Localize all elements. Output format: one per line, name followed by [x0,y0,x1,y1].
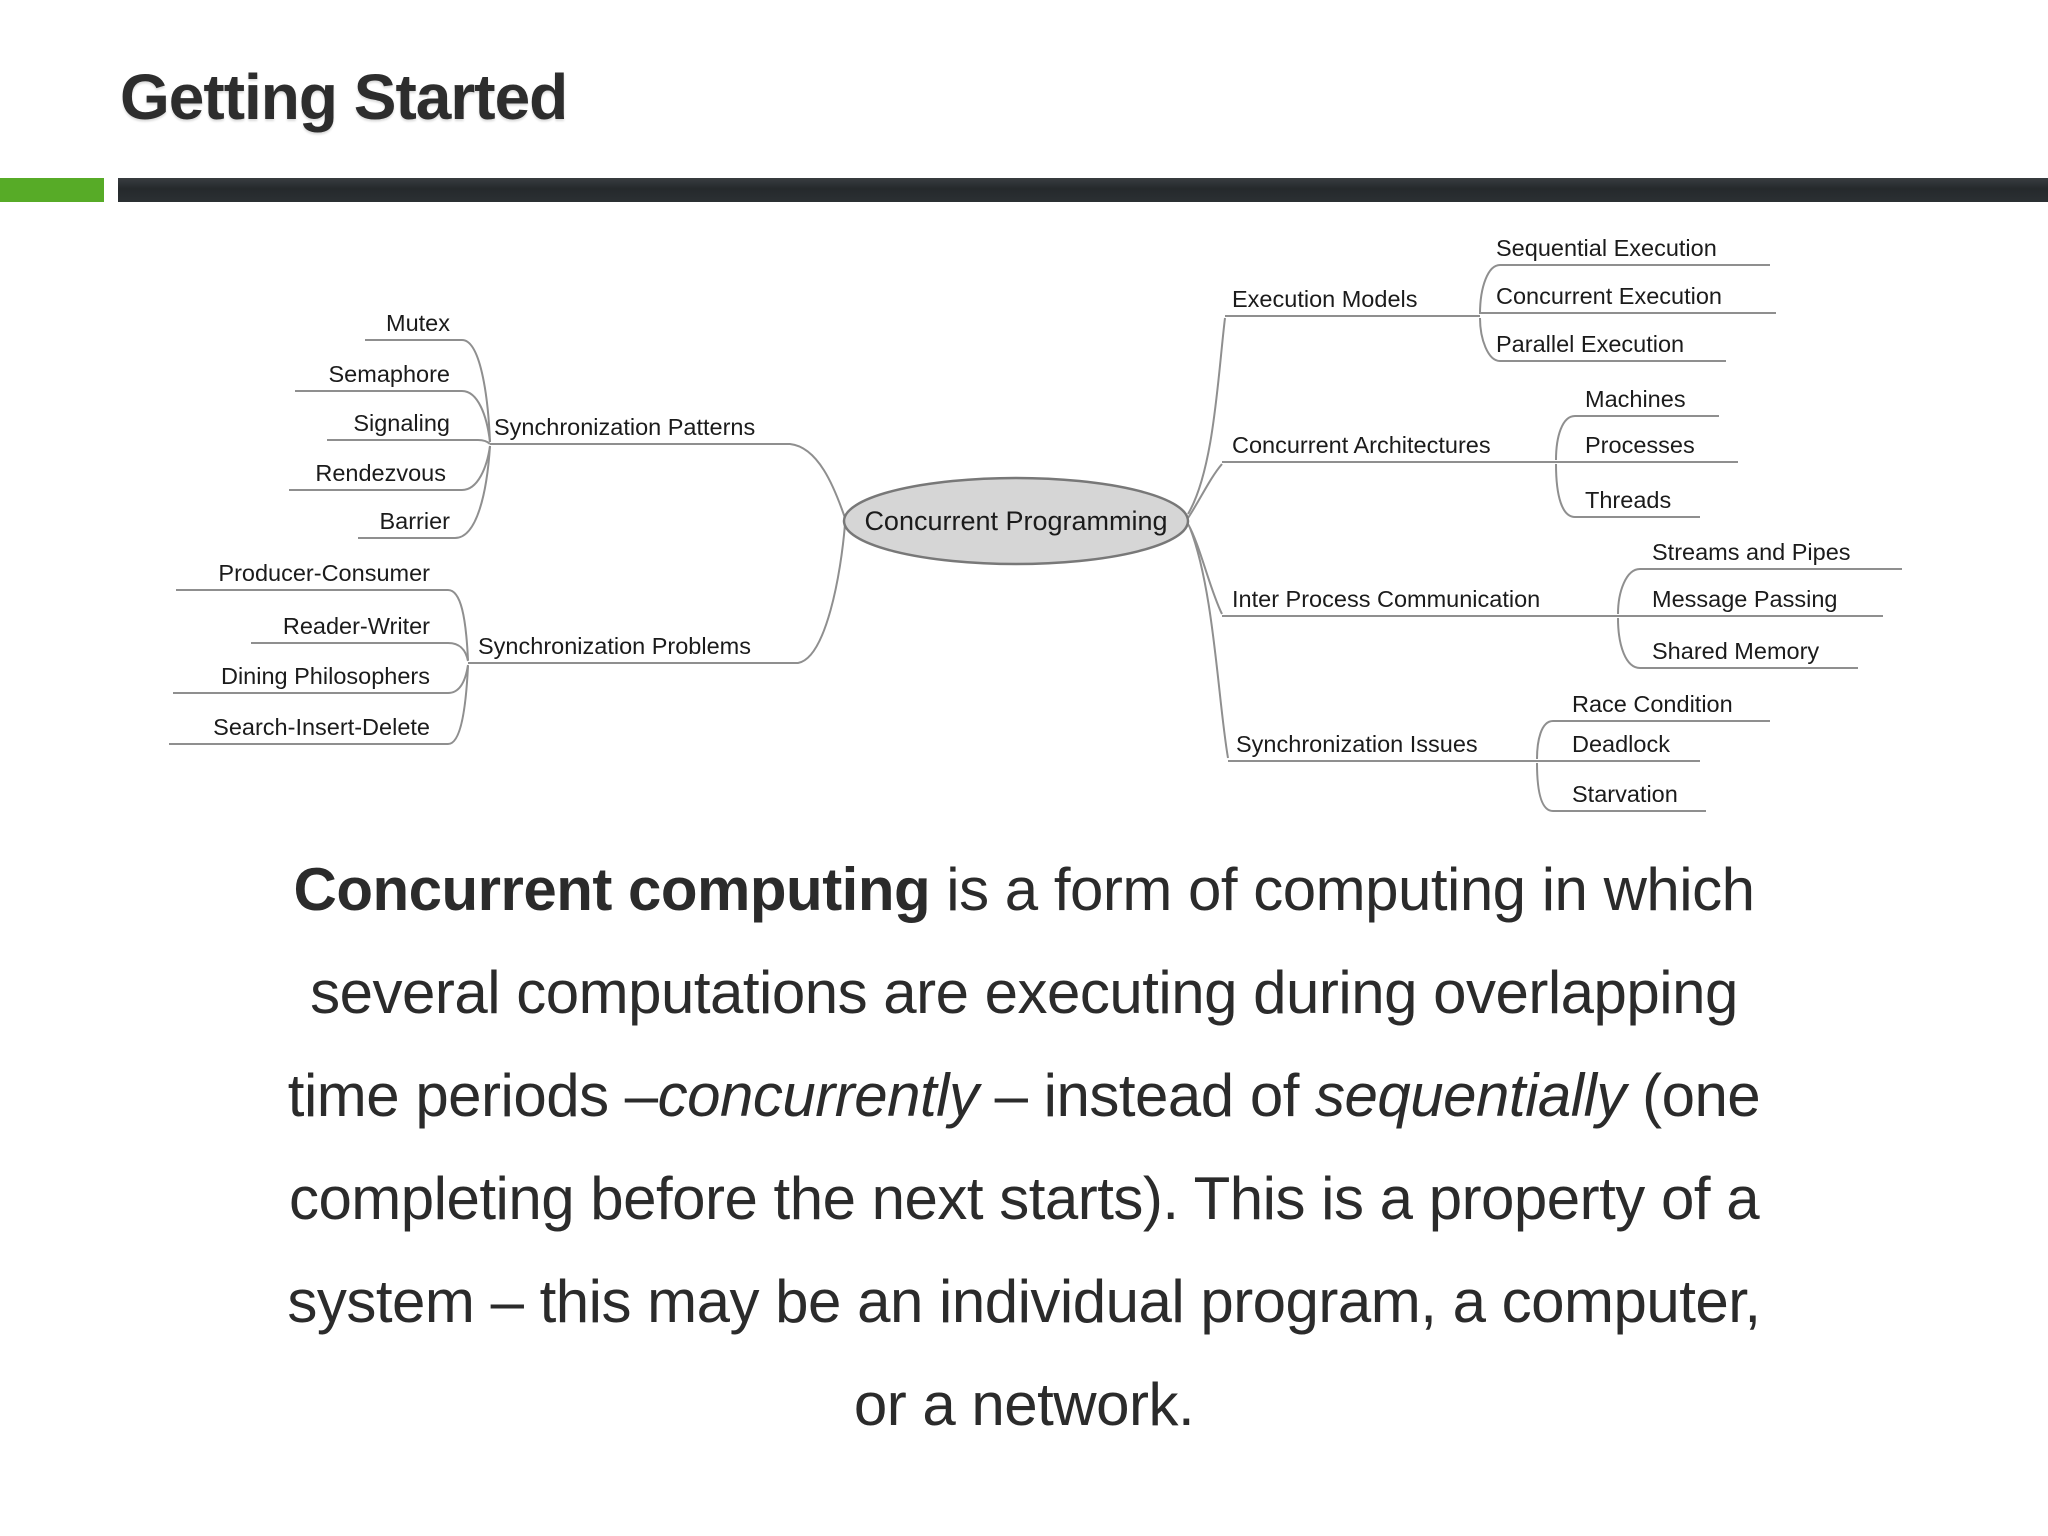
mindmap-branch-label: Synchronization Problems [478,633,751,659]
mindmap-branch-label: Concurrent Architectures [1232,432,1491,458]
mindmap-branch-label: Synchronization Patterns [494,414,755,440]
branch-line [327,439,491,445]
paragraph-segment: several computations are executing durin… [310,959,1738,1026]
paragraph-segment: Concurrent computing [293,856,931,923]
mindmap-leaf-label: Starvation [1572,781,1678,807]
mindmap-branch-label: Inter Process Communication [1232,586,1540,612]
branch-line [1479,264,1770,315]
branch-line [1555,463,1700,518]
accent-bar-green [0,178,104,202]
paragraph-segment: system – this may be an individual progr… [287,1268,1761,1335]
mindmap-leaf-label: Machines [1585,386,1686,412]
paragraph-segment: time periods – [287,1062,658,1129]
mindmap-leaf-label: Streams and Pipes [1652,539,1851,565]
mindmap-leaf-label: Message Passing [1652,586,1838,612]
branch-line [1187,317,1226,515]
paragraph-line: time periods –concurrently – instead of … [0,1044,2048,1147]
branch-line [365,339,491,443]
paragraph-segment: concurrently [657,1062,979,1129]
center-node-ellipse [842,476,1190,566]
mindmap-leaf-label: Concurrent Execution [1496,283,1722,309]
mindmap-leaf-label: Rendezvous [315,460,446,486]
paragraph-segment: – instead of [978,1062,1316,1129]
paragraph-segment: is a form of computing in which [930,856,1755,923]
branch-line [468,523,846,664]
paragraph-segment: (one [1625,1062,1761,1129]
mindmap-leaf-label: Reader-Writer [283,613,430,639]
mindmap-leaf-label: Processes [1585,432,1695,458]
branch-line [1479,317,1726,362]
mindmap-leaf-label: Sequential Execution [1496,235,1717,261]
mindmap-branch-label: Synchronization Issues [1236,731,1478,757]
branch-line [1617,568,1902,615]
paragraph-line: several computations are executing durin… [0,941,2048,1044]
paragraph-line: system – this may be an individual progr… [0,1250,2048,1353]
paragraph-segment: or a network. [853,1371,1195,1438]
mindmap-branch-label: Execution Models [1232,286,1418,312]
branch-line [490,443,846,519]
branch-line [169,665,469,745]
paragraph-segment: sequentially [1315,1062,1626,1129]
mindmap-leaf-label: Producer-Consumer [218,560,430,586]
accent-bar-dark [118,178,2048,202]
branch-line [1555,415,1719,461]
paragraph-line: or a network. [0,1353,2048,1456]
mindmap-leaf-label: Deadlock [1572,731,1670,757]
mindmap-leaf-label: Race Condition [1572,691,1733,717]
branch-line [358,445,491,539]
mindmap-leaf-label: Semaphore [329,361,451,387]
branch-line [1189,527,1229,759]
branch-line [1187,463,1223,519]
mindmap-leaf-label: Barrier [379,508,450,534]
body-paragraph: Concurrent computing is a form of comput… [0,838,2048,1456]
branch-line [1536,720,1770,760]
mindmap-leaf-label: Dining Philosophers [221,663,430,689]
mindmap-leaf-label: Signaling [353,410,450,436]
center-node-label: Concurrent Programming [864,506,1167,536]
mindmap-leaf-label: Shared Memory [1652,638,1819,664]
mindmap-leaf-label: Threads [1585,487,1671,513]
paragraph-segment: completing before the next starts). This… [288,1165,1760,1232]
branch-line [295,390,491,443]
branch-line [1617,617,1858,669]
mindmap-leaf-label: Mutex [386,310,450,336]
branch-line [251,642,469,662]
paragraph-line: completing before the next starts). This… [0,1147,2048,1250]
page-title: Getting Started [120,61,568,133]
branch-line [176,589,469,661]
branch-line [1536,762,1706,812]
mindmap-leaf-label: Search-Insert-Delete [213,714,430,740]
paragraph-line: Concurrent computing is a form of comput… [0,838,2048,941]
mindmap-leaf-label: Parallel Execution [1496,331,1684,357]
